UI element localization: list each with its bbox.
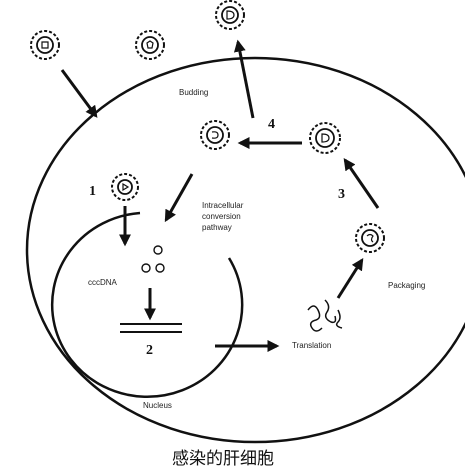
arrow-step-3	[343, 158, 380, 209]
label-cccdna: cccDNA	[88, 278, 118, 287]
label-intracellular-2: conversion	[202, 212, 241, 221]
virus-particle-mature	[309, 122, 341, 154]
virus-particle-budding	[200, 120, 230, 150]
arrow-budding	[233, 39, 255, 119]
virus-particle-released	[215, 0, 245, 30]
label-intracellular-3: pathway	[202, 223, 232, 232]
nucleus-membrane	[50, 211, 244, 398]
label-budding: Budding	[179, 88, 208, 97]
arrows	[60, 39, 380, 352]
cccdna-circles	[141, 245, 165, 273]
transcription-bars	[120, 323, 182, 333]
arrow-entry	[60, 69, 98, 118]
step-number-3: 3	[338, 187, 345, 202]
caption: 感染的肝细胞	[172, 449, 274, 469]
label-packaging: Packaging	[388, 281, 425, 290]
cell-membrane	[25, 56, 465, 444]
rna-squiggle	[307, 299, 343, 332]
virus-particle-uncoating	[111, 173, 139, 201]
step-number-4: 4	[268, 117, 275, 132]
label-nucleus: Nucleus	[143, 401, 172, 410]
label-intracellular-1: Intracellular	[202, 201, 244, 210]
step-number-2: 2	[146, 343, 153, 358]
virus-particle-packaging	[355, 223, 385, 253]
arrow-recycle	[164, 173, 194, 223]
virus-particle-outside-2	[135, 30, 165, 60]
label-translation: Translation	[292, 341, 331, 350]
arrow-to-packaging	[336, 257, 364, 299]
virus-particle-entering	[30, 30, 60, 60]
step-number-1: 1	[89, 184, 96, 199]
